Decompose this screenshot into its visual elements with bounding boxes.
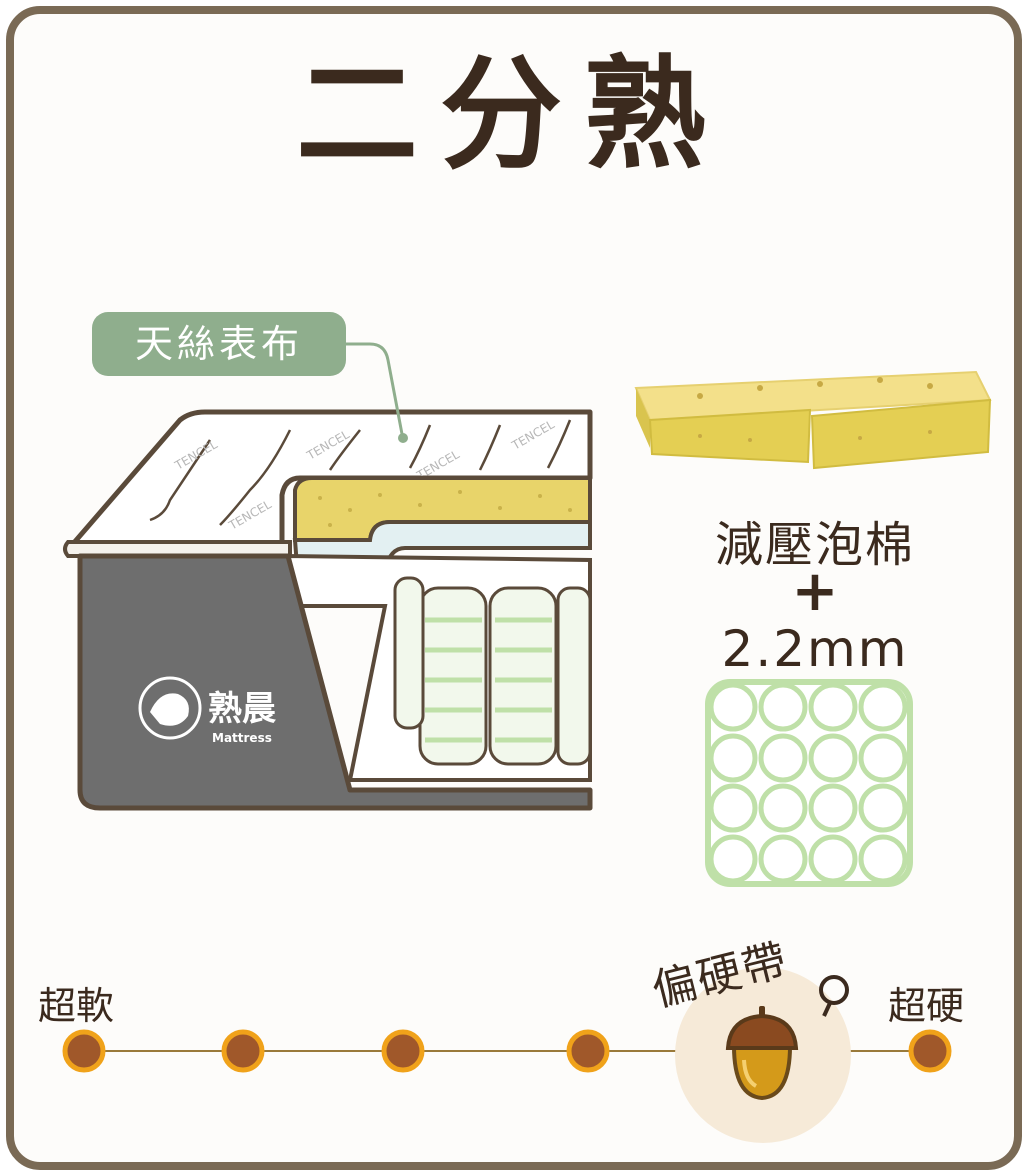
scale-dot (381, 1029, 425, 1073)
brand-name: 熟晨 (208, 689, 276, 729)
pointer-icon (819, 975, 849, 1005)
pocket-coils (393, 576, 592, 766)
brand-logo-icon (138, 676, 202, 740)
foam-label: 減壓泡棉 (714, 517, 915, 573)
coil-label: 2.2mm (721, 620, 909, 678)
scale-dot (908, 1029, 952, 1073)
scale-dots (62, 1029, 952, 1073)
brand-sub: Mattress (212, 731, 272, 745)
foam-texture (318, 490, 572, 527)
fabric-quilt-lines (149, 419, 572, 526)
fabric-label-pill: 天絲表布 (92, 312, 346, 376)
scale-hard-label: 超硬 (888, 984, 965, 1028)
scale-soft-label: 超軟 (38, 984, 115, 1028)
coil-grid-icon (705, 679, 913, 887)
page-title: 二分熟 (296, 44, 728, 186)
foam-block-icon (634, 370, 992, 470)
acorn-marker-icon (725, 1006, 799, 1101)
fabric-leader-line (346, 342, 404, 435)
coil-springs (425, 617, 552, 743)
scale-dot (566, 1029, 610, 1073)
scale-dot (221, 1029, 265, 1073)
plus-label: + (791, 559, 839, 624)
mattress-base (77, 553, 593, 811)
scale-dot (62, 1029, 106, 1073)
